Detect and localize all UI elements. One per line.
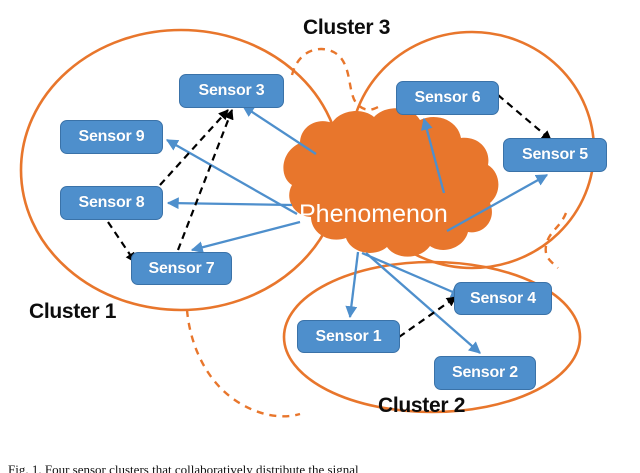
inter-cluster-links bbox=[185, 47, 568, 418]
arrow-phenomenon-to-sensor7 bbox=[190, 220, 301, 254]
link-cluster1-cluster2 bbox=[185, 309, 301, 418]
arrow-phenomenon-to-sensor9 bbox=[165, 139, 298, 215]
sensor-node-1[interactable]: Sensor 1 bbox=[297, 320, 400, 353]
sensor-node-6[interactable]: Sensor 6 bbox=[396, 81, 499, 115]
arrow-phenomenon-to-sensor3 bbox=[242, 105, 317, 155]
sensor-node-2[interactable]: Sensor 2 bbox=[434, 356, 536, 390]
arrow-phenomenon-to-sensor2 bbox=[365, 252, 481, 354]
arrow-phenomenon-to-sensor5 bbox=[446, 173, 549, 233]
sensor-node-8[interactable]: Sensor 8 bbox=[60, 186, 163, 220]
link-sensor9-to-sensor3 bbox=[159, 109, 229, 186]
figure-caption: Fig. 1. Four sensor clusters that collab… bbox=[8, 462, 359, 473]
link-sensor1-to-sensor4 bbox=[398, 296, 457, 338]
sensor-node-5-label: Sensor 5 bbox=[522, 146, 588, 163]
sensor-node-4[interactable]: Sensor 4 bbox=[454, 282, 552, 315]
arrow-phenomenon-to-sensor4 bbox=[361, 251, 464, 298]
sensor-node-6-label: Sensor 6 bbox=[414, 89, 481, 106]
cluster-label-2: Cluster 2 bbox=[378, 394, 466, 417]
sensor-node-7-label: Sensor 7 bbox=[148, 259, 215, 277]
arrow-phenomenon-to-sensor1 bbox=[345, 251, 360, 319]
link-cluster1-cluster3 bbox=[290, 47, 379, 111]
sensor-node-7[interactable]: Sensor 7 bbox=[131, 252, 232, 285]
sensor-node-1-label: Sensor 1 bbox=[315, 327, 382, 345]
sensor-node-3[interactable]: Sensor 3 bbox=[179, 74, 284, 108]
link-sensor8-to-sensor7 bbox=[107, 221, 136, 263]
sensing-arrows bbox=[165, 105, 549, 354]
phenomenon-cloud bbox=[283, 108, 499, 257]
sensor-node-4-label: Sensor 4 bbox=[470, 289, 536, 307]
sensor-node-3-label: Sensor 3 bbox=[198, 82, 265, 99]
cluster-2-outline bbox=[282, 260, 582, 414]
phenomenon-label: Phenomenon bbox=[299, 200, 448, 228]
cluster-label-3: Cluster 3 bbox=[303, 16, 391, 39]
sensor-node-9-label: Sensor 9 bbox=[78, 128, 145, 145]
sensor-node-9[interactable]: Sensor 9 bbox=[60, 120, 163, 154]
sensor-node-2-label: Sensor 2 bbox=[452, 364, 518, 381]
link-sensor7-to-sensor3 bbox=[176, 109, 234, 251]
cluster-label-1: Cluster 1 bbox=[29, 300, 117, 323]
arrow-phenomenon-to-sensor6 bbox=[421, 117, 446, 194]
sensor-node-8-label: Sensor 8 bbox=[78, 194, 145, 211]
link-cluster3-cluster2 bbox=[544, 212, 568, 269]
arrow-phenomenon-to-sensor8 bbox=[166, 197, 293, 210]
sensor-node-5[interactable]: Sensor 5 bbox=[503, 138, 607, 172]
link-sensor6-to-sensor5 bbox=[497, 94, 552, 141]
comm-links bbox=[107, 94, 552, 338]
